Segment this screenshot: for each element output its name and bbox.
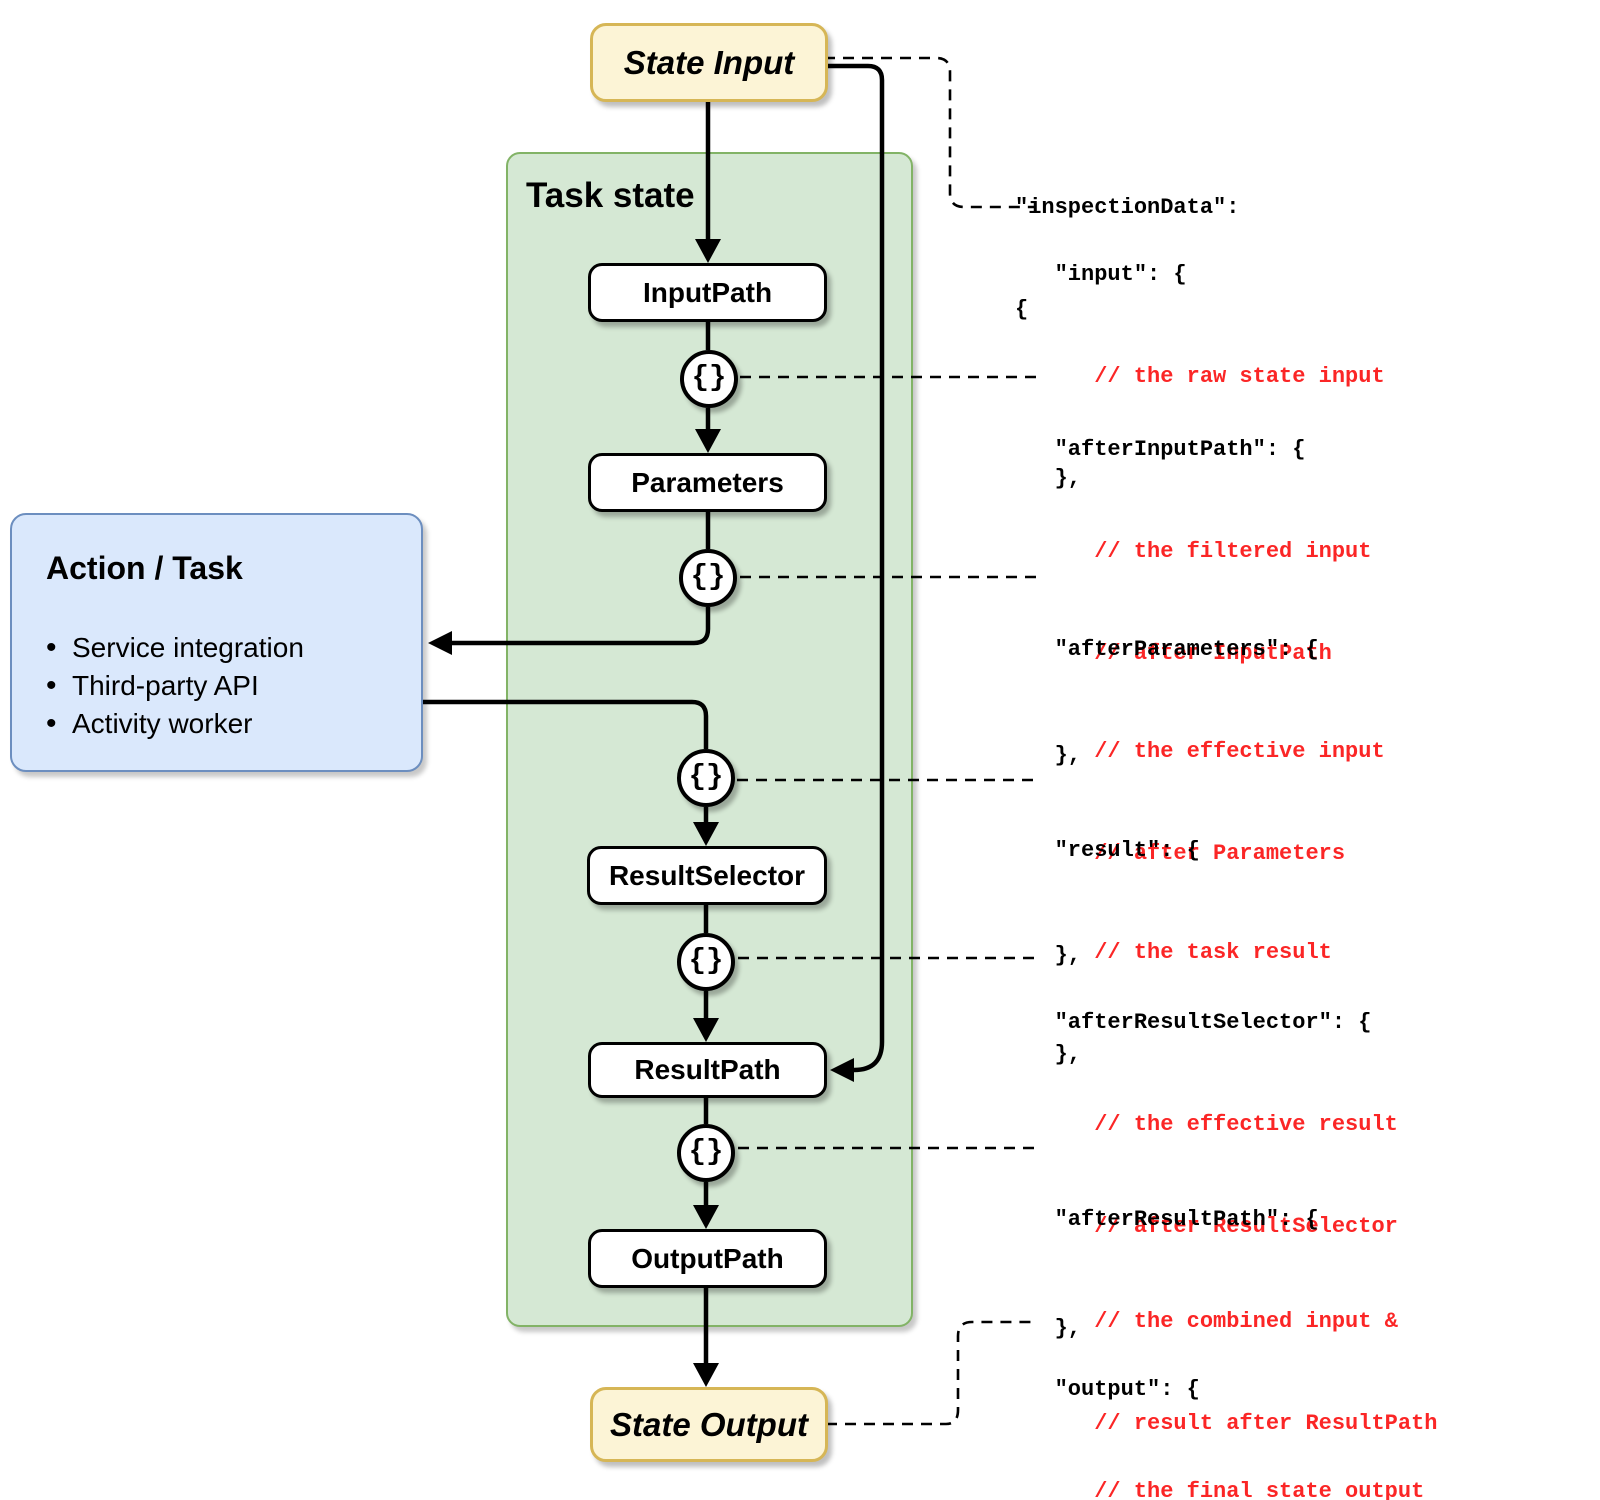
state-input-box: State Input — [590, 23, 828, 102]
code-line: { — [1015, 297, 1029, 322]
json-braces-icon: {} — [677, 749, 735, 807]
code-line: }, — [1015, 1316, 1082, 1341]
code-line: }, — [1015, 743, 1082, 768]
bullet-icon: • — [46, 707, 57, 740]
code-block-afterparameters: "afterParameters": { // the effective in… — [1015, 565, 1385, 1041]
list-item-label: Service integration — [72, 632, 304, 663]
code-comment-line: // result after ResultPath — [1015, 1411, 1438, 1436]
json-braces-icon: {} — [680, 350, 738, 408]
arrowhead-stateoutput — [693, 1363, 719, 1387]
code-line: "input": { — [1015, 262, 1187, 287]
json-braces-icon: {} — [677, 933, 735, 991]
task-state-label: Task state — [526, 176, 695, 215]
code-line: }, — [1015, 466, 1082, 491]
action-task-box: Action / Task • Service integration • Th… — [10, 513, 423, 772]
code-block-afterresultpath: "afterResultPath": { // the combined inp… — [1015, 1135, 1438, 1500]
list-item: • Activity worker — [46, 705, 421, 743]
list-item: • Service integration — [46, 629, 421, 667]
code-block-input: "input": { // the raw state input }, — [1015, 190, 1385, 564]
code-line: "afterResultSelector": { — [1015, 1010, 1372, 1035]
code-block-output: "output": { // the final state output } … — [1015, 1305, 1425, 1500]
node-resultselector: ResultSelector — [587, 846, 827, 905]
code-line: "output": { — [1015, 1377, 1200, 1402]
json-braces-icon: {} — [679, 549, 737, 607]
list-item: • Third-party API — [46, 667, 421, 705]
code-comment-line: // the final state output — [1015, 1479, 1425, 1500]
code-block-afterinputpath: "afterInputPath": { // the filtered inpu… — [1015, 365, 1372, 841]
state-output-box: State Output — [590, 1387, 828, 1462]
code-comment-line: // the combined input & — [1015, 1309, 1398, 1334]
code-comment-line: // after InputPath — [1015, 641, 1332, 666]
code-line: "inspectionData": — [1015, 195, 1240, 220]
code-line: }, — [1015, 1042, 1082, 1067]
code-comment-line: // the filtered input — [1015, 539, 1372, 564]
action-task-list: • Service integration • Third-party API … — [46, 629, 421, 743]
action-task-title: Action / Task — [46, 550, 243, 586]
arrowhead-action-task — [428, 631, 452, 655]
bullet-icon: • — [46, 669, 57, 702]
code-comment-line: // the task result — [1015, 940, 1332, 965]
node-outputpath: OutputPath — [588, 1229, 827, 1288]
code-comment-line: // the raw state input — [1015, 364, 1385, 389]
code-line: "afterInputPath": { — [1015, 437, 1306, 462]
code-block-afterresultselector: "afterResultSelector": { // the effectiv… — [1015, 938, 1398, 1414]
code-comment-line: // after Parameters — [1015, 841, 1346, 866]
json-braces-icon: {} — [677, 1124, 735, 1182]
list-item-label: Third-party API — [72, 670, 259, 701]
dashed-stateoutput-to-output-json — [826, 1320, 1036, 1426]
code-line: "afterParameters": { — [1015, 637, 1319, 662]
code-line: "result": { — [1015, 838, 1200, 863]
code-line: }, — [1015, 943, 1082, 968]
code-comment-line: // after ResultSelector — [1015, 1214, 1398, 1239]
node-resultpath: ResultPath — [588, 1042, 827, 1098]
list-item-label: Activity worker — [72, 708, 253, 739]
node-inputpath: InputPath — [588, 263, 827, 322]
bullet-icon: • — [46, 631, 57, 664]
code-block-result: "result": { // the task result }, — [1015, 766, 1332, 1140]
code-block-inspectiondata: "inspectionData": { — [1015, 123, 1239, 395]
code-comment-line: // the effective input — [1015, 739, 1385, 764]
node-parameters: Parameters — [588, 453, 827, 512]
code-comment-line: // the effective result — [1015, 1112, 1398, 1137]
code-line: "afterResultPath": { — [1015, 1207, 1319, 1232]
